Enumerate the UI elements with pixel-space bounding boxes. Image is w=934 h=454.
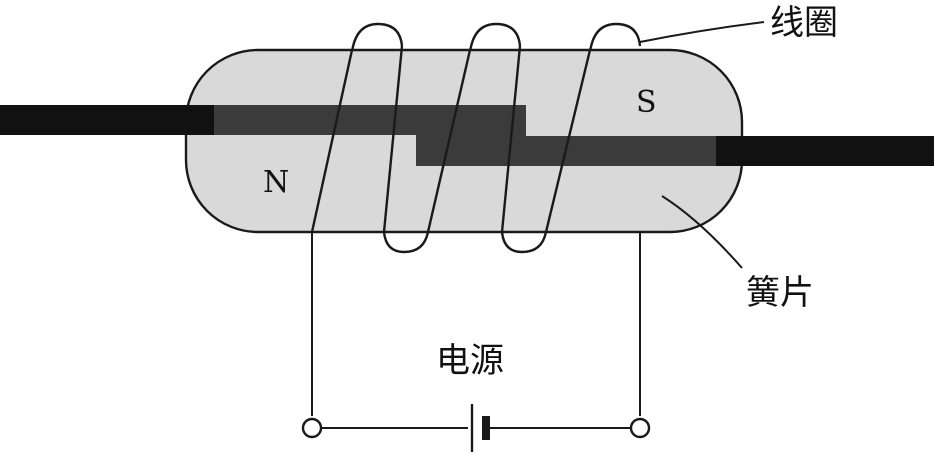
right-lead xyxy=(716,136,934,166)
reed-label: 簧片 xyxy=(746,273,814,313)
reed-overlap xyxy=(416,105,526,166)
leader-lines xyxy=(639,21,765,269)
circuit-wires xyxy=(311,232,641,429)
south-pole-label: S xyxy=(636,85,657,120)
left-lead xyxy=(0,105,214,135)
coil-label: 线圈 xyxy=(770,3,838,43)
power-label: 电源 xyxy=(436,341,504,381)
north-pole-label: N xyxy=(263,165,289,200)
right-terminal xyxy=(629,417,651,439)
reed-leader-line xyxy=(661,195,743,269)
coil-leader-line xyxy=(639,21,765,43)
left-terminal xyxy=(301,417,323,439)
battery-symbol xyxy=(470,404,490,452)
coil-front-windings xyxy=(310,45,592,233)
coil-back-loops xyxy=(350,22,642,254)
